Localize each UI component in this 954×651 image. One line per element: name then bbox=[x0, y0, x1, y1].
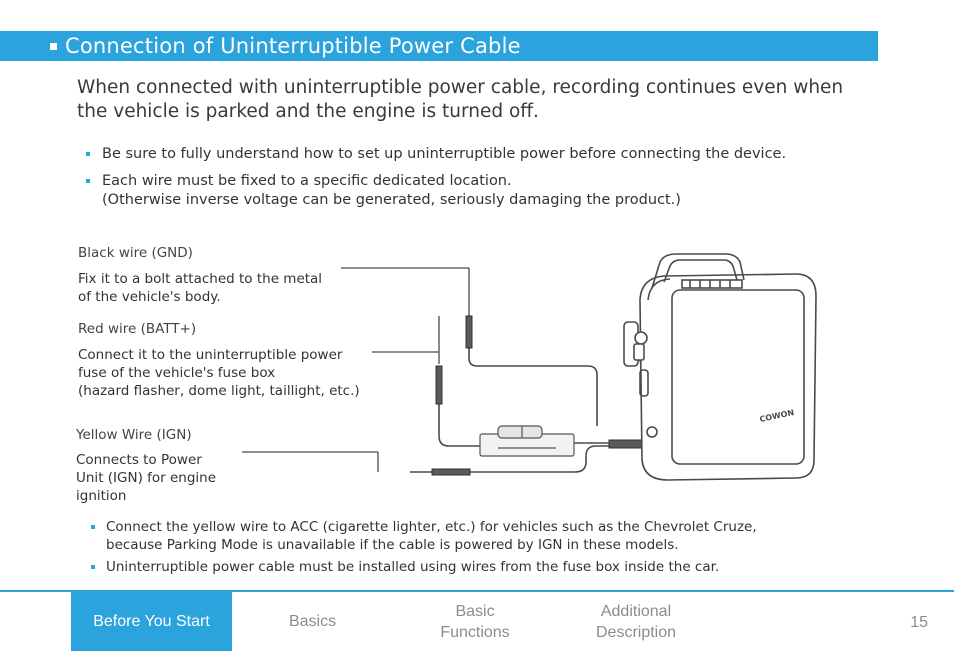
dashcam-side-port bbox=[623, 321, 639, 367]
dc-port-icon bbox=[634, 331, 648, 345]
dashcam-vent bbox=[681, 279, 743, 289]
black-wire bbox=[468, 348, 598, 426]
tab-label: Functions bbox=[440, 623, 510, 641]
description-line: (hazard flasher, dome light, taillight, … bbox=[78, 383, 360, 399]
description-line: fuse of the vehicle's fuse box bbox=[78, 365, 276, 381]
black-wire-sleeve bbox=[465, 315, 473, 349]
yellow-wire bbox=[410, 445, 609, 473]
tab-basic-functions[interactable]: Basic Functions bbox=[400, 592, 550, 651]
power-module bbox=[479, 425, 575, 457]
tab-basics[interactable]: Basics bbox=[240, 592, 385, 651]
section-title-bar: Connection of Uninterruptible Power Cabl… bbox=[0, 31, 878, 61]
tab-label: Description bbox=[595, 623, 677, 641]
dashcam-side-knob bbox=[646, 426, 658, 438]
dashcam-edge bbox=[647, 278, 671, 301]
note-item: Connect the yellow wire to ACC (cigarett… bbox=[91, 518, 851, 554]
footer-divider bbox=[0, 590, 954, 592]
cable-sleeve bbox=[608, 439, 646, 449]
intro-paragraph: When connected with uninterruptible powe… bbox=[77, 77, 844, 122]
caution-list: Be sure to fully understand how to set u… bbox=[86, 145, 866, 218]
cable-wires bbox=[410, 348, 661, 473]
dashcam-screen bbox=[671, 289, 805, 465]
caution-item: Be sure to fully understand how to set u… bbox=[86, 145, 866, 164]
section-title: Connection of Uninterruptible Power Cabl… bbox=[65, 34, 521, 58]
black-wire-label: Black wire (GND) bbox=[78, 245, 193, 261]
note-line: Connect the yellow wire to ACC (cigarett… bbox=[106, 519, 757, 535]
yellow-wire-label: Yellow Wire (IGN) bbox=[76, 427, 192, 443]
yellow-wire-sleeve bbox=[431, 468, 471, 476]
red-wire-description: Connect it to the uninterruptible power … bbox=[78, 346, 360, 400]
caution-line: Be sure to fully understand how to set u… bbox=[102, 146, 787, 162]
description-line: ignition bbox=[76, 488, 127, 504]
description-line: Connects to Power bbox=[76, 452, 202, 468]
red-wire bbox=[438, 404, 480, 447]
dashcam-mount-inner bbox=[663, 259, 738, 283]
tab-label: Basic bbox=[455, 602, 495, 620]
caution-item: Each wire must be fixed to a specific de… bbox=[86, 172, 866, 210]
tab-label: Before You Start bbox=[93, 613, 210, 630]
tab-additional-description[interactable]: Additional Description bbox=[560, 592, 712, 651]
tab-before-you-start[interactable]: Before You Start bbox=[71, 592, 232, 651]
black-wire-description: Fix it to a bolt attached to the metal o… bbox=[78, 270, 322, 306]
main-cable bbox=[639, 355, 661, 444]
note-item: Uninterruptible power cable must be inst… bbox=[91, 558, 851, 576]
red-wire-sleeve bbox=[435, 365, 443, 405]
description-line: Connect it to the uninterruptible power bbox=[78, 347, 343, 363]
device-brand-logo: COWON bbox=[759, 408, 795, 424]
note-line: Uninterruptible power cable must be inst… bbox=[106, 559, 720, 575]
dashcam-mount bbox=[651, 253, 745, 289]
dashcam-device bbox=[623, 253, 817, 481]
power-module-top bbox=[497, 425, 543, 439]
description-line: Unit (IGN) for engine bbox=[76, 470, 217, 486]
square-bullet-icon bbox=[50, 42, 57, 50]
caution-line: Each wire must be fixed to a specific de… bbox=[102, 173, 512, 189]
notes-list: Connect the yellow wire to ACC (cigarett… bbox=[91, 518, 851, 580]
description-line: of the vehicle's body. bbox=[78, 289, 221, 305]
tab-label: Additional bbox=[600, 602, 672, 620]
note-line: because Parking Mode is unavailable if t… bbox=[106, 537, 679, 553]
red-wire-label: Red wire (BATT+) bbox=[78, 321, 197, 337]
caution-line: (Otherwise inverse voltage can be genera… bbox=[102, 192, 681, 208]
power-module-body bbox=[479, 433, 575, 457]
dashcam-body bbox=[639, 273, 817, 481]
page-number: 15 bbox=[910, 614, 928, 631]
wire-sleeves bbox=[431, 315, 646, 476]
dc-plug bbox=[633, 343, 645, 361]
dashcam-side-button bbox=[639, 369, 649, 397]
tab-label: Basics bbox=[288, 613, 337, 630]
yellow-wire-description: Connects to Power Unit (IGN) for engine … bbox=[76, 451, 216, 505]
description-line: Fix it to a bolt attached to the metal bbox=[78, 271, 323, 287]
